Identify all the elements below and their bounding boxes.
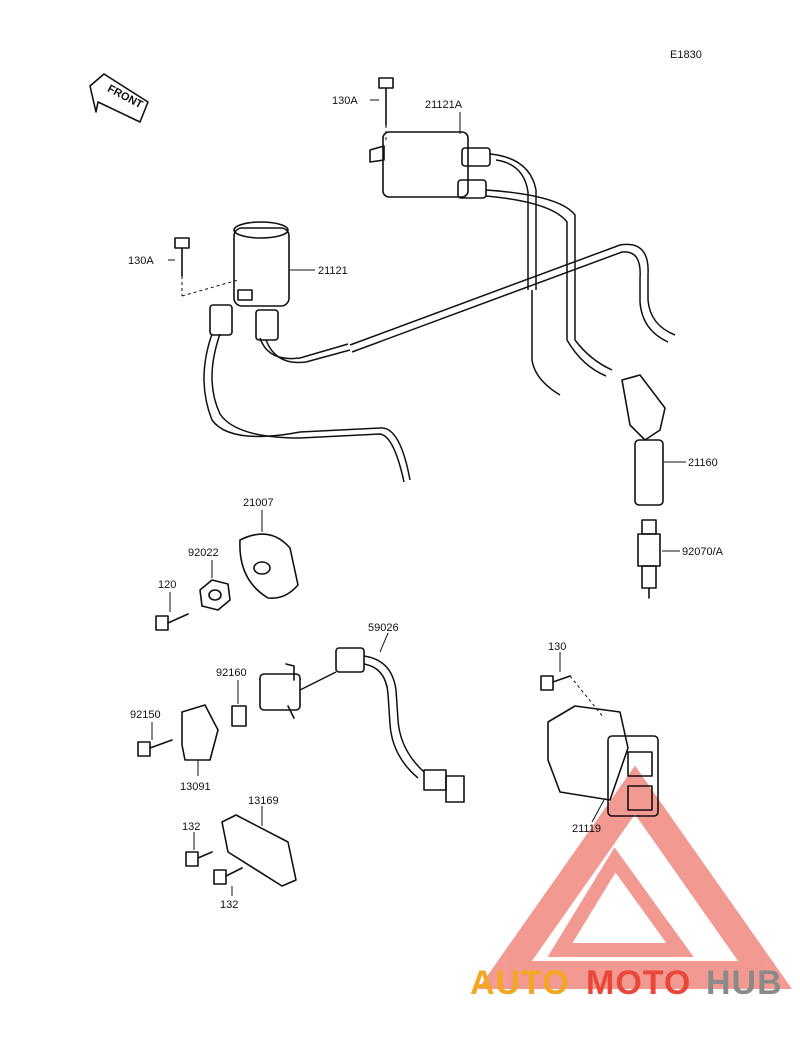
plate-92160 bbox=[231, 705, 247, 727]
nut-92022 bbox=[199, 579, 231, 611]
ht-lead-long bbox=[349, 243, 676, 353]
label-132-a: 132 bbox=[182, 821, 200, 833]
front-arrow-icon: FRONT bbox=[89, 73, 149, 123]
bolt-132-b bbox=[213, 867, 243, 885]
ht-leads-front bbox=[203, 333, 411, 483]
label-92150: 92150 bbox=[130, 709, 161, 721]
bolt-130a-left bbox=[174, 237, 190, 277]
diagram-code: E1830 bbox=[670, 49, 702, 61]
igniter-unit-21119 bbox=[547, 705, 659, 817]
pickup-coil-59026 bbox=[259, 647, 465, 803]
label-120: 120 bbox=[158, 579, 176, 591]
label-21007: 21007 bbox=[243, 497, 274, 509]
bracket-13169 bbox=[221, 814, 297, 887]
watermark-moto: MOTO bbox=[586, 964, 691, 1002]
label-21119: 21119 bbox=[572, 823, 601, 835]
spark-plug-92070a bbox=[637, 519, 661, 599]
watermark-text: AUTO MOTO HUB bbox=[470, 964, 783, 1002]
watermark-hub: HUB bbox=[706, 964, 783, 1002]
label-132-b: 132 bbox=[220, 899, 238, 911]
label-13169: 13169 bbox=[248, 795, 279, 807]
pickup-rotor-21007 bbox=[239, 533, 299, 600]
label-130a-top: 130A bbox=[332, 95, 358, 107]
label-21121a: 21121A bbox=[425, 99, 463, 111]
label-21160: 21160 bbox=[688, 457, 718, 469]
label-92022: 92022 bbox=[188, 547, 219, 559]
watermark-logo-icon bbox=[478, 765, 792, 989]
bolt-130a-top bbox=[378, 77, 394, 126]
bolt-92150 bbox=[137, 739, 173, 757]
bracket-13091 bbox=[181, 704, 219, 761]
bolt-132-a bbox=[185, 851, 213, 867]
label-21121: 21121 bbox=[318, 265, 348, 277]
label-92070a: 92070/A bbox=[682, 546, 724, 558]
ignition-coil-21121a bbox=[369, 131, 491, 199]
plug-cap-21160 bbox=[621, 374, 666, 506]
label-92160: 92160 bbox=[216, 667, 247, 679]
bolt-130 bbox=[540, 675, 571, 691]
watermark-auto: AUTO bbox=[470, 964, 570, 1002]
bolt-120 bbox=[155, 613, 189, 631]
label-13091: 13091 bbox=[180, 781, 211, 793]
label-59026: 59026 bbox=[368, 622, 399, 634]
ht-leads-rear bbox=[485, 153, 613, 396]
label-130a-left: 130A bbox=[128, 255, 154, 267]
label-130: 130 bbox=[548, 641, 566, 653]
ignition-coil-21121 bbox=[209, 221, 290, 341]
